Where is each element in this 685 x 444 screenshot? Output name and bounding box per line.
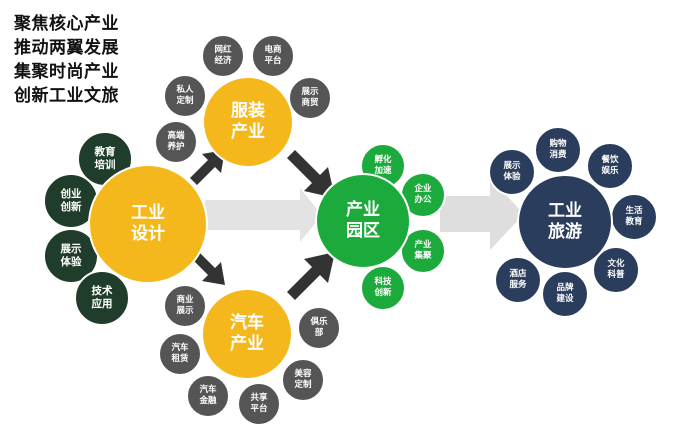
apparel-hub: 服装 产业 (202, 76, 294, 168)
auto-node: 美容 定制 (281, 358, 325, 402)
auto-node: 共享 平台 (237, 382, 281, 426)
tourism-node: 展示 体验 (488, 148, 536, 196)
arrow-apparel-to-park (287, 150, 335, 198)
tourism-node: 餐饮 娱乐 (586, 142, 634, 190)
apparel-node: 高端 养护 (154, 120, 198, 164)
auto-node: 汽车 租赁 (158, 332, 202, 376)
auto-hub: 汽车 产业 (201, 288, 293, 380)
tourism-hub: 工业 旅游 (517, 174, 613, 270)
design-node: 技术 应用 (74, 270, 130, 326)
auto-node: 俱乐 部 (297, 306, 341, 350)
park-hub: 产业 园区 (315, 173, 411, 269)
headline-line-1: 聚焦核心产业 (14, 14, 119, 34)
tourism-node: 酒店 服务 (494, 256, 542, 304)
tourism-node: 品牌 建设 (541, 270, 589, 318)
headline-line-3: 集聚时尚产业 (14, 62, 119, 82)
arrow-design-to-auto (190, 250, 225, 285)
apparel-node: 电商 平台 (251, 34, 295, 78)
auto-node: 汽车 金融 (186, 374, 230, 418)
apparel-node: 私人 定制 (163, 74, 207, 118)
tourism-node: 生活 教育 (610, 193, 658, 241)
arrow-design-to-park (205, 188, 322, 242)
design-hub: 工业 设计 (88, 164, 208, 284)
arrow-auto-to-park (287, 252, 335, 300)
arrow-design-to-apparel (190, 150, 225, 185)
auto-node: 商业 展示 (163, 284, 207, 328)
headline-line-4: 创新工业文旅 (14, 86, 119, 106)
apparel-node: 展示 商贸 (288, 76, 332, 120)
headline-line-2: 推动两翼发展 (14, 38, 119, 58)
arrow-park-to-tourism (440, 178, 524, 250)
tourism-node: 购物 消费 (534, 126, 582, 174)
park-node: 科技 创新 (360, 265, 406, 311)
apparel-node: 网红 经济 (201, 34, 245, 78)
